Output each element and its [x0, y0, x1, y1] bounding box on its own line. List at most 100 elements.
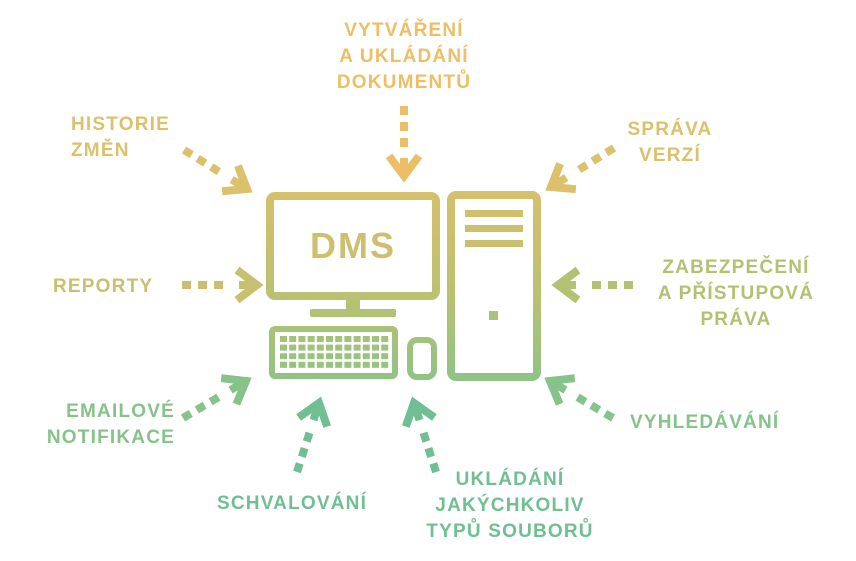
label-line: UKLÁDÁNÍ — [455, 469, 565, 490]
arrow-creation — [385, 106, 423, 183]
keyboard-key — [353, 361, 361, 368]
keyboard-key — [316, 361, 324, 368]
arrow-security — [551, 266, 633, 304]
keyboard-key — [316, 336, 324, 342]
arrow-head — [385, 153, 423, 183]
label-line: VYTVÁŘENÍ — [344, 20, 464, 41]
label-line: PRÁVA — [700, 309, 772, 330]
keyboard-key — [372, 353, 379, 360]
arrow-dash — [424, 447, 435, 458]
keyboard-key — [344, 361, 352, 368]
label-line: EMAILOVÉ — [66, 401, 175, 422]
mouse-icon — [407, 337, 437, 380]
arrow-search — [544, 374, 616, 422]
keyboard-key — [326, 353, 333, 360]
label-line: JAKÝCHKOLIV — [435, 495, 585, 516]
keyboard-key — [326, 344, 333, 351]
keyboard-key — [289, 344, 297, 351]
arrow-dash — [576, 161, 589, 173]
arrow-dash — [575, 393, 588, 406]
keyboard-key — [307, 344, 315, 351]
monitor-icon — [266, 192, 440, 317]
label-file-types: UKLÁDÁNÍ JAKÝCHKOLIV TYPŮ SOUBORŮ — [405, 467, 615, 545]
keyboard-key — [344, 344, 352, 351]
arrow-head — [296, 396, 331, 428]
keyboard-key — [381, 344, 389, 351]
keyboard-key — [289, 336, 297, 342]
arrow-head — [544, 374, 576, 406]
keyboard-key — [353, 344, 361, 351]
arrow-dash — [419, 431, 431, 443]
arrow-dash — [209, 163, 222, 175]
keyboard-key — [280, 361, 287, 368]
arrow-dash — [180, 409, 193, 422]
keyboard-key — [335, 353, 343, 360]
label-line: VYHLEDÁVÁNÍ — [630, 412, 780, 433]
arrow-dash — [194, 401, 207, 414]
dms-label: DMS — [310, 225, 396, 266]
label-line: HISTORIE — [71, 114, 170, 135]
keyboard-key — [362, 353, 370, 360]
keyboard-key — [353, 353, 361, 360]
label-line: A PŘÍSTUPOVÁ — [657, 283, 815, 304]
arrow-head — [551, 266, 581, 304]
label-history: HISTORIE ZMĚN — [71, 112, 221, 164]
keyboard-key — [362, 361, 370, 368]
keyboard-key — [372, 361, 379, 368]
keyboard-key — [316, 344, 324, 351]
keyboard-key — [307, 361, 315, 368]
keyboard-key — [344, 353, 352, 360]
keyboard-key — [353, 336, 361, 342]
label-approval: SCHVALOVÁNÍ — [217, 491, 387, 517]
arrow-dash — [604, 144, 617, 157]
keyboard-key — [289, 361, 297, 368]
arrow-reports — [182, 266, 264, 304]
arrow-file-types — [402, 396, 440, 474]
arrow-dash — [590, 153, 603, 165]
arrow-dash — [603, 409, 616, 422]
arrow-dash — [195, 155, 208, 167]
label-line: VERZÍ — [639, 145, 701, 166]
label-line: SPRÁVA — [627, 119, 713, 140]
label-line: TYPŮ SOUBORŮ — [426, 521, 594, 542]
keyboard-key — [362, 344, 370, 351]
keyboard-key — [298, 361, 306, 368]
keyboard-key — [326, 361, 333, 368]
keyboard-key — [298, 336, 306, 342]
arrow-head — [221, 164, 253, 196]
keyboard-key — [298, 344, 306, 351]
arrow-versions — [545, 144, 617, 194]
keyboard-key — [381, 361, 389, 368]
label-line: A UKLÁDÁNÍ — [339, 46, 469, 67]
keyboard-key — [326, 336, 333, 342]
label-line: ZABEZPEČENÍ — [662, 257, 810, 278]
tower-icon — [447, 191, 541, 381]
arrow-history — [181, 146, 253, 196]
keyboard-key — [335, 344, 343, 351]
keyboard-key — [289, 353, 297, 360]
keyboard-key — [362, 336, 370, 342]
keyboard-key — [298, 353, 306, 360]
arrow-dash — [293, 462, 304, 474]
label-line: REPORTY — [53, 276, 154, 297]
arrow-dash — [429, 462, 440, 474]
keyboard-key — [381, 336, 389, 342]
keyboard-key — [335, 361, 343, 368]
keyboard-key — [381, 353, 389, 360]
arrow-dash — [208, 393, 221, 406]
arrow-approval — [293, 396, 331, 474]
label-line: SCHVALOVÁNÍ — [217, 493, 368, 514]
arrow-dash — [298, 447, 309, 458]
label-line: ZMĚN — [71, 140, 130, 161]
label-line: NOTIFIKACE — [46, 427, 175, 448]
arrow-head — [234, 266, 264, 304]
label-search: VYHLEDÁVÁNÍ — [630, 410, 810, 436]
label-security: ZABEZPEČENÍ A PŘÍSTUPOVÁ PRÁVA — [636, 255, 836, 333]
arrow-dash — [589, 401, 602, 414]
arrow-email — [180, 374, 252, 422]
label-reports: REPORTY — [53, 274, 183, 300]
keyboard-key — [280, 353, 287, 360]
keyboard-key — [335, 336, 343, 342]
